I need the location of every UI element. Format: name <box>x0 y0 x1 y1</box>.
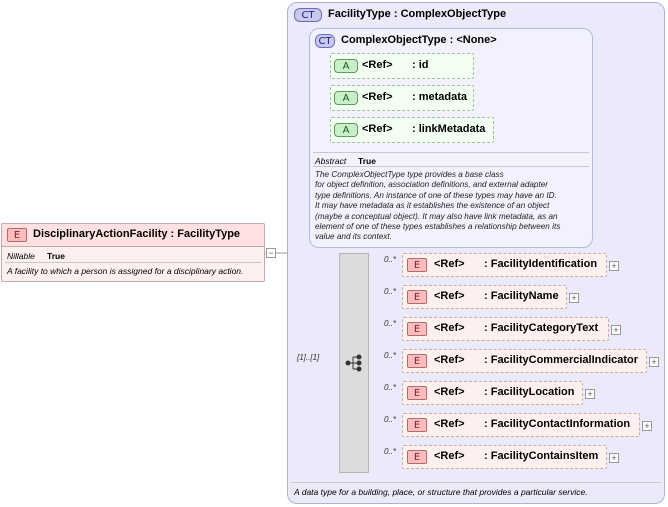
child-cardinality: 0..* <box>384 287 397 296</box>
child-name: : FacilityLocation <box>484 386 575 398</box>
facility-type-description: A data type for a building, place, or st… <box>294 487 588 497</box>
child-badge-icon: E <box>407 258 427 272</box>
child-ref: <Ref> <box>434 258 465 270</box>
facility-type-name: FacilityType <box>328 8 391 20</box>
child-ref: <Ref> <box>434 450 465 462</box>
child-name: : FacilityContactInformation <box>484 418 631 430</box>
facility-type-sep: : <box>393 8 398 20</box>
element-type-sep: : <box>170 228 175 240</box>
child-facility-name[interactable] <box>402 285 567 309</box>
complex-object-type-description: The ComplexObjectType type provides a ba… <box>315 170 561 242</box>
expand-icon[interactable]: + <box>609 453 619 463</box>
attribute-ref: <Ref> <box>362 59 393 71</box>
element-header <box>1 223 265 247</box>
child-badge-icon: E <box>407 290 427 304</box>
sequence-compositor[interactable] <box>339 253 369 473</box>
complex-type-icon: CT <box>315 34 335 48</box>
attribute-name: : metadata <box>412 91 468 103</box>
child-ref: <Ref> <box>434 418 465 430</box>
child-name: : FacilityCategoryText <box>484 322 599 334</box>
child-ref: <Ref> <box>434 354 465 366</box>
child-facility-contains-item[interactable] <box>402 445 607 469</box>
collapse-icon[interactable]: − <box>266 248 276 258</box>
child-facility-contact-information[interactable] <box>402 413 640 437</box>
child-cardinality: 0..* <box>384 447 397 456</box>
abstract-value: True <box>358 156 376 166</box>
child-ref: <Ref> <box>434 290 465 302</box>
sequence-icon <box>345 354 362 372</box>
child-facility-category-text[interactable] <box>402 317 609 341</box>
child-badge-icon: E <box>407 322 427 336</box>
attribute-name: : id <box>412 59 429 71</box>
facility-type-base: ComplexObjectType <box>400 8 507 20</box>
nillable-label: Nillable <box>7 251 35 261</box>
child-facility-commercial-indicator[interactable] <box>402 349 647 373</box>
child-name: : FacilityCommercialIndicator <box>484 354 639 366</box>
child-name: : FacilityIdentification <box>484 258 598 270</box>
complex-object-type-sep: : <box>449 34 454 46</box>
child-cardinality: 0..* <box>384 415 397 424</box>
child-badge-icon: E <box>407 386 427 400</box>
element-description: A facility to which a person is assigned… <box>7 266 244 276</box>
attribute-ref: <Ref> <box>362 91 393 103</box>
attribute-badge-icon: A <box>334 123 358 137</box>
child-cardinality: 0..* <box>384 383 397 392</box>
attribute-badge-icon: A <box>334 59 358 73</box>
description-divider <box>313 166 589 167</box>
attribute-ref: <Ref> <box>362 123 393 135</box>
element-badge-icon: E <box>7 228 27 242</box>
child-cardinality: 0..* <box>384 351 397 360</box>
nillable-value: True <box>47 251 65 261</box>
child-cardinality: 0..* <box>384 255 397 264</box>
expand-icon[interactable]: + <box>649 357 659 367</box>
expand-icon[interactable]: + <box>611 325 621 335</box>
facility-type-divider <box>291 482 661 483</box>
child-facility-location[interactable] <box>402 381 583 405</box>
child-name: : FacilityContainsItem <box>484 450 599 462</box>
child-badge-icon: E <box>407 418 427 432</box>
element-divider <box>5 262 261 263</box>
child-badge-icon: E <box>407 354 427 368</box>
attribute-name: : linkMetadata <box>412 123 486 135</box>
expand-icon[interactable]: + <box>642 421 652 431</box>
complex-object-type-name: ComplexObjectType <box>341 34 447 46</box>
child-facility-identification[interactable] <box>402 253 607 277</box>
expand-icon[interactable]: + <box>585 389 595 399</box>
expand-icon[interactable]: + <box>569 293 579 303</box>
child-badge-icon: E <box>407 450 427 464</box>
abstract-label: Abstract <box>315 156 347 166</box>
element-name: DisciplinaryActionFacility <box>33 228 168 240</box>
complex-type-extension-icon: CT <box>294 8 322 22</box>
expand-icon[interactable]: + <box>609 261 619 271</box>
child-ref: <Ref> <box>434 322 465 334</box>
child-name: : FacilityName <box>484 290 559 302</box>
complex-object-type-base: <None> <box>456 34 497 46</box>
abstract-divider <box>313 152 589 153</box>
child-cardinality: 0..* <box>384 319 397 328</box>
sequence-cardinality: [1]..[1] <box>297 353 320 362</box>
child-ref: <Ref> <box>434 386 465 398</box>
attribute-badge-icon: A <box>334 91 358 105</box>
element-type: FacilityType <box>177 228 241 240</box>
